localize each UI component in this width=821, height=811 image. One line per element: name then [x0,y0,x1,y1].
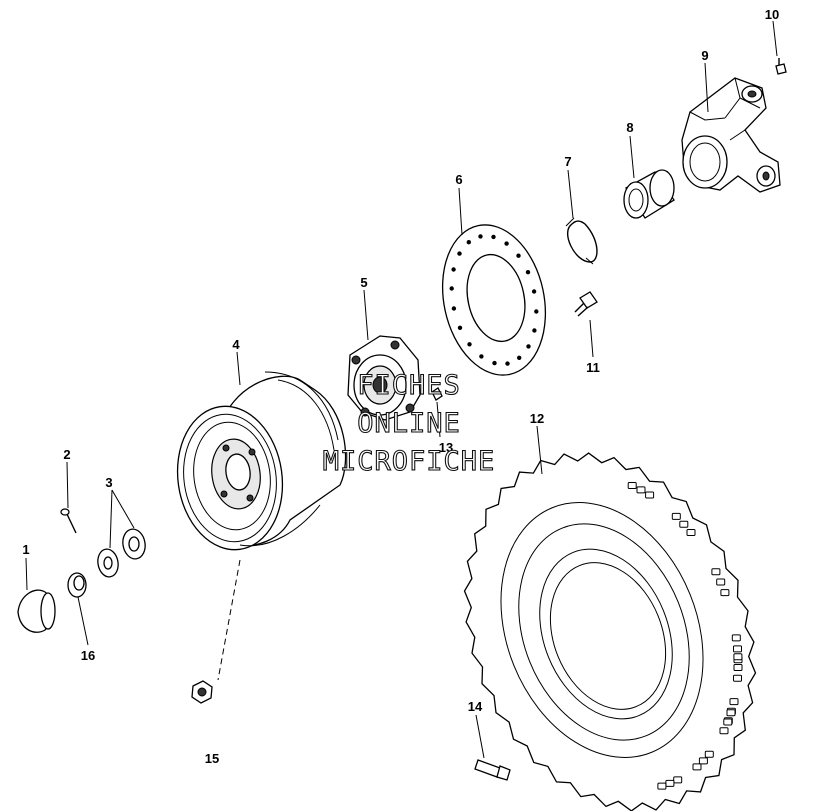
disc-hole [457,251,462,256]
disc-hole [531,289,537,294]
disc-hole [492,360,497,366]
part-label-3: 3 [105,475,112,490]
part-label-7: 7 [564,154,571,169]
tread-lug [657,782,667,790]
tread-lug [665,779,675,787]
disc-hole [505,361,510,366]
nipple-part[interactable] [775,58,787,75]
disc-hole [451,306,457,311]
part-label-12: 12 [530,411,544,426]
part-label-11: 11 [586,360,600,375]
tread-lug [723,718,733,726]
tread-lug [726,709,736,717]
tread-lug [686,529,696,536]
watermark-line-3: MICROFICHE [323,446,496,477]
tread-lug [719,727,729,735]
tread-lug [733,653,743,661]
castle-nut-part[interactable] [67,572,87,598]
tread-lug [636,486,646,494]
disc-hole [479,354,484,359]
tread-lug [627,482,637,489]
watermark: FICHES ONLINE MICROFICHE [322,369,496,477]
rim-part[interactable] [168,371,347,557]
disc-hole [457,325,463,330]
disc-hole [467,342,472,347]
tread-lug [731,634,741,642]
tread-lug [645,491,655,499]
tire-part[interactable] [463,452,757,811]
tread-lug [729,698,739,706]
part-label-15: 15 [205,751,219,766]
tread-lug [716,578,726,586]
disc-hole [449,286,454,291]
part-label-5: 5 [360,275,367,290]
disc-hole [491,234,496,240]
tire-bolt-part[interactable] [474,759,511,781]
cotter-pin-part[interactable] [60,508,77,534]
disc-hole [525,270,531,275]
tread-lug [733,645,742,653]
part-label-13: 13 [439,440,453,455]
part-label-1: 1 [22,542,29,557]
tread-lug [733,664,743,671]
part-label-2: 2 [63,447,70,462]
tread-lug [673,776,683,784]
hub-cap-part[interactable] [17,589,56,633]
tread-lug [679,520,689,528]
tread-lug [720,589,730,597]
tread-lug [711,568,721,576]
tread-lug [704,750,714,758]
watermark-line-1: FICHES [357,370,461,401]
part-label-14: 14 [468,699,483,714]
part-label-8: 8 [626,120,633,135]
tread-lug [692,763,702,771]
disc-hole [532,328,537,333]
tread-lug [698,757,708,765]
part-label-6: 6 [455,172,462,187]
part-number-labels: 1 2 3 4 5 6 7 8 9 10 11 12 13 14 15 16 [22,7,779,766]
knuckle-part[interactable] [681,77,781,193]
leader-lines [25,20,778,759]
disc-hole [517,355,522,360]
bearing-part[interactable] [623,169,675,219]
hub-bolt-part[interactable] [431,387,443,401]
watermark-line-2: ONLINE [357,408,461,439]
part-label-4: 4 [232,337,240,352]
tread-lug [671,512,681,520]
tread-lug [733,674,742,682]
part-label-9: 9 [701,48,708,63]
disc-bolt-part[interactable] [574,291,598,317]
disc-hole [466,240,471,245]
disc-hole [534,309,539,314]
brake-disc-part[interactable] [429,215,558,384]
disc-hole [478,234,483,239]
disc-hole [516,253,521,258]
wheel-hub-part[interactable] [347,335,421,421]
part-label-10: 10 [765,7,779,22]
wheel-nut-part[interactable] [191,680,213,704]
circlip-part[interactable] [565,217,598,265]
disc-hole [451,267,456,272]
assembly-guide-line [217,559,241,681]
disc-hole [504,241,509,246]
part-label-16: 16 [81,648,95,663]
washers-part[interactable] [96,527,148,578]
disc-hole [526,344,531,349]
